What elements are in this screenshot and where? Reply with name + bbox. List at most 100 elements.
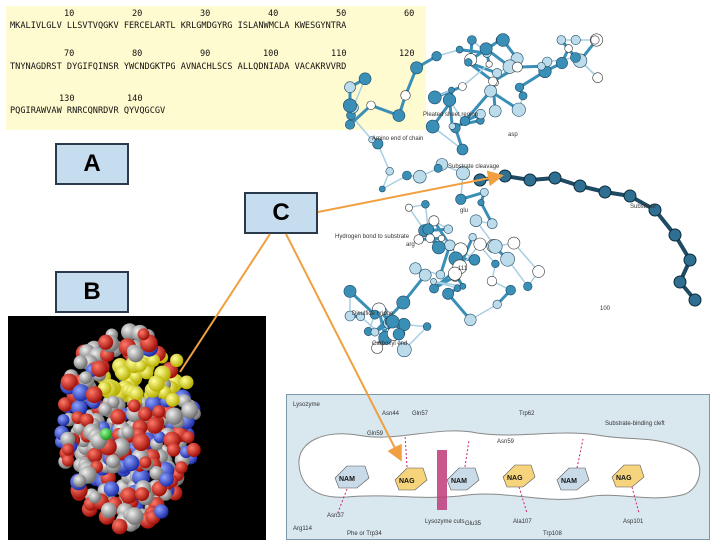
residue-node [473, 237, 487, 251]
residue-node [422, 322, 432, 331]
residue-node [405, 203, 413, 212]
residue-node [431, 240, 446, 255]
atom-sphere [57, 414, 70, 426]
residue-node [455, 45, 464, 54]
residue-node [570, 52, 581, 63]
atom-sphere [138, 406, 153, 422]
residue-node [425, 233, 435, 243]
label-ala107: Ala107 [513, 519, 532, 525]
residue-node [486, 276, 497, 287]
residue-node [514, 82, 525, 92]
residue-node [570, 35, 581, 45]
nag-ring [611, 464, 645, 488]
residue-node [523, 281, 533, 292]
label-glu35: Glu35 [465, 521, 482, 527]
sequence-number: 80 [132, 49, 143, 59]
atom-sphere [127, 399, 141, 413]
binding-svg: Lysozyme Substrate-binding cleft Lysozym… [293, 402, 701, 537]
atom-sphere [165, 393, 180, 407]
nam-ring [446, 467, 480, 491]
atom-sphere [112, 438, 130, 456]
residue-node [486, 218, 498, 229]
label-b: B [55, 271, 129, 313]
residue-node [484, 84, 497, 98]
residue-node [448, 266, 462, 281]
residue-node [358, 72, 372, 86]
atom-sphere [115, 365, 131, 381]
atom-sphere [120, 487, 137, 504]
label-gln57: Gln57 [412, 411, 429, 417]
residue-node [511, 102, 526, 117]
backbone-segment [463, 90, 492, 122]
atom-sphere [103, 481, 120, 497]
sequence-number: 20 [132, 9, 143, 19]
atom-sphere [153, 431, 166, 444]
substrate-atom [598, 185, 612, 199]
atom-sphere [152, 405, 166, 419]
residue-node [418, 268, 432, 282]
atom-sphere [146, 417, 163, 434]
residue-node [442, 287, 454, 300]
atom-sphere [85, 386, 103, 404]
residue-node [372, 138, 384, 150]
residue-node [413, 170, 427, 184]
label-111: 111 [458, 266, 468, 272]
label-asp: asp [508, 132, 518, 138]
space-filling-model [8, 316, 266, 540]
residue-node [479, 42, 493, 56]
residue-node [421, 200, 430, 209]
residue-node [468, 233, 477, 242]
atom-sphere [123, 454, 140, 472]
atom-sphere [139, 456, 152, 469]
label-phe-trp: Phe or Trp34 [347, 531, 382, 537]
label-trp62: Trp62 [519, 411, 535, 417]
residue-node [425, 119, 440, 134]
residue-node [491, 259, 500, 268]
sequence-number: 70 [64, 49, 75, 59]
label-nam: NAM [451, 478, 467, 485]
atom-sphere [179, 375, 194, 390]
residue-node [485, 60, 493, 68]
residue-node [442, 93, 457, 107]
residue-node [433, 163, 443, 173]
backbone-segment [461, 63, 490, 88]
label-carboxyl: Carboxyl end [372, 341, 407, 347]
residue-node [344, 81, 356, 93]
sequence-number: 60 [404, 9, 415, 19]
label-asn44: Asn44 [382, 411, 400, 417]
atom-sphere [72, 384, 90, 402]
substrate-atom [668, 228, 682, 242]
sequence-number: 120 [399, 49, 415, 59]
label-hbond: Hydrogen bond to substrate [335, 234, 410, 240]
atom-sphere [60, 373, 78, 391]
atom-sphere [166, 443, 181, 457]
substrate-atom [623, 189, 637, 203]
residue-node [458, 82, 467, 91]
residue-node [343, 284, 357, 298]
residue-node [409, 262, 422, 275]
atom-sphere [121, 425, 135, 439]
atom-sphere [87, 447, 103, 463]
residue-node [378, 185, 386, 193]
atom-sphere [98, 402, 112, 417]
residue-node [475, 108, 486, 120]
atom-sphere [181, 401, 199, 419]
atom-sphere [154, 504, 169, 519]
atom-sphere [129, 386, 144, 402]
label-nam: NAM [339, 476, 355, 483]
backbone-diagram: Pleated sheet region Amino end of chain … [330, 20, 720, 395]
atom-sphere [159, 472, 174, 487]
sequence-number: 90 [200, 49, 211, 59]
nag-ring [394, 467, 428, 491]
residue-node [385, 167, 394, 176]
sequence-number: 100 [263, 49, 279, 59]
nag-ring [502, 464, 536, 488]
residue-node [555, 56, 568, 69]
sequence-number: 30 [200, 9, 211, 19]
residue-node [537, 62, 546, 71]
space-filling-svg [54, 323, 201, 535]
residue-node [343, 98, 357, 113]
label-nag: NAG [616, 475, 632, 482]
residue-node [392, 328, 405, 341]
substrate-atom [683, 253, 697, 267]
